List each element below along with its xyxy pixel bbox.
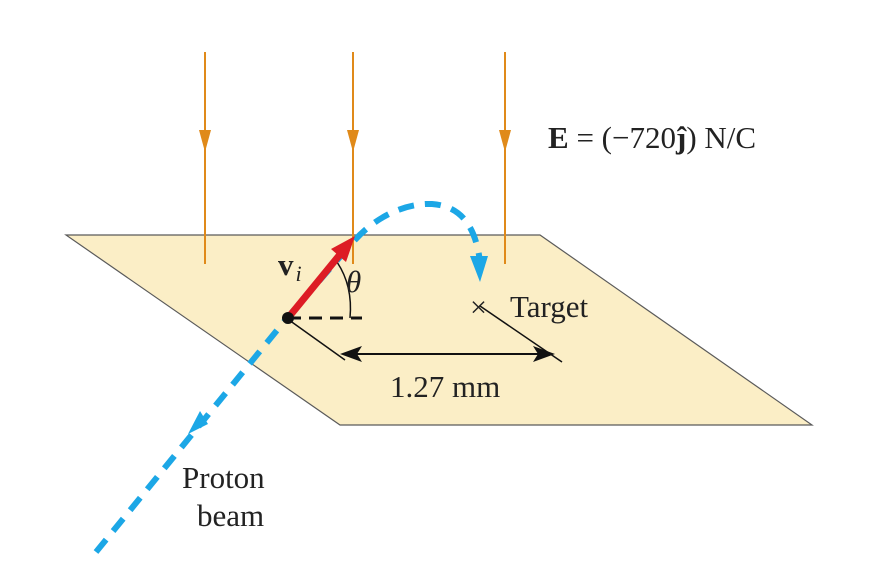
beam-arrow-down (470, 256, 488, 282)
field-value: = (−720 (569, 120, 676, 155)
target-label: Target (510, 289, 589, 324)
field-line-3 (499, 52, 511, 264)
target-marker: × (470, 291, 487, 324)
field-line-2 (347, 52, 359, 264)
beam-label-line1: Proton (182, 460, 265, 495)
distance-dimension-arrow (340, 346, 555, 362)
distance-extension-left (288, 319, 346, 361)
velocity-label: vi (278, 247, 302, 286)
proton-beam-path (93, 200, 483, 554)
field-unit-vector: ĵ (675, 120, 687, 155)
velocity-arrowhead (331, 236, 355, 262)
velocity-symbol: v (278, 247, 294, 282)
angle-arc (336, 261, 352, 319)
field-line-1 (199, 52, 211, 264)
distance-label: 1.27 mm (390, 369, 500, 404)
electric-field-lines (199, 52, 511, 264)
velocity-subscript: i (296, 261, 302, 286)
field-equation: E = (−720ĵ) N/C (548, 120, 756, 155)
beam-arrow-up (188, 411, 208, 434)
beam-label-line2: beam (197, 498, 264, 533)
field-symbol: E (548, 120, 569, 155)
angle-label: θ (346, 264, 361, 299)
velocity-vector (285, 249, 345, 321)
field-units: ) N/C (686, 120, 756, 155)
